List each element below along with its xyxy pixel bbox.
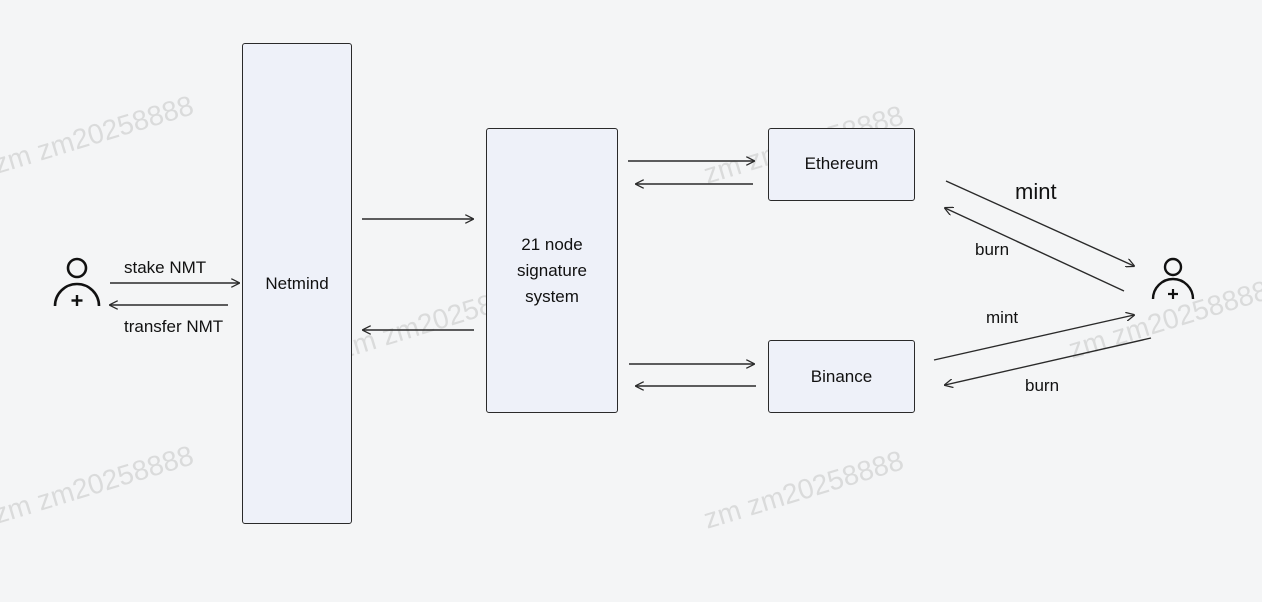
netmind-label: Netmind [265, 273, 329, 293]
signature-line-2: signature [517, 260, 587, 280]
ethereum-label: Ethereum [804, 153, 879, 173]
stake-label: stake NMT [124, 258, 207, 277]
user-add-icon [53, 257, 101, 307]
eth-mint-arrow [945, 180, 1134, 266]
bnb-burn-arrow [945, 337, 1152, 385]
eth-burn-label: burn [975, 240, 1010, 259]
ethereum-node: Ethereum [768, 128, 915, 201]
netmind-node: Netmind [242, 43, 352, 524]
bnb-mint-label: mint [986, 308, 1019, 327]
signature-system-node: 21 node signature system [486, 128, 618, 413]
bnb-mint-arrow [933, 315, 1134, 361]
user-add-icon [1151, 257, 1195, 300]
transfer-label: transfer NMT [124, 317, 224, 336]
bnb-burn-label: burn [1025, 376, 1060, 395]
eth-mint-label: mint [1015, 179, 1057, 204]
signature-line-3: system [525, 286, 579, 306]
eth-burn-arrow [945, 208, 1125, 292]
binance-label: Binance [810, 366, 873, 386]
signature-line-1: 21 node [521, 234, 583, 254]
binance-node: Binance [768, 340, 915, 413]
